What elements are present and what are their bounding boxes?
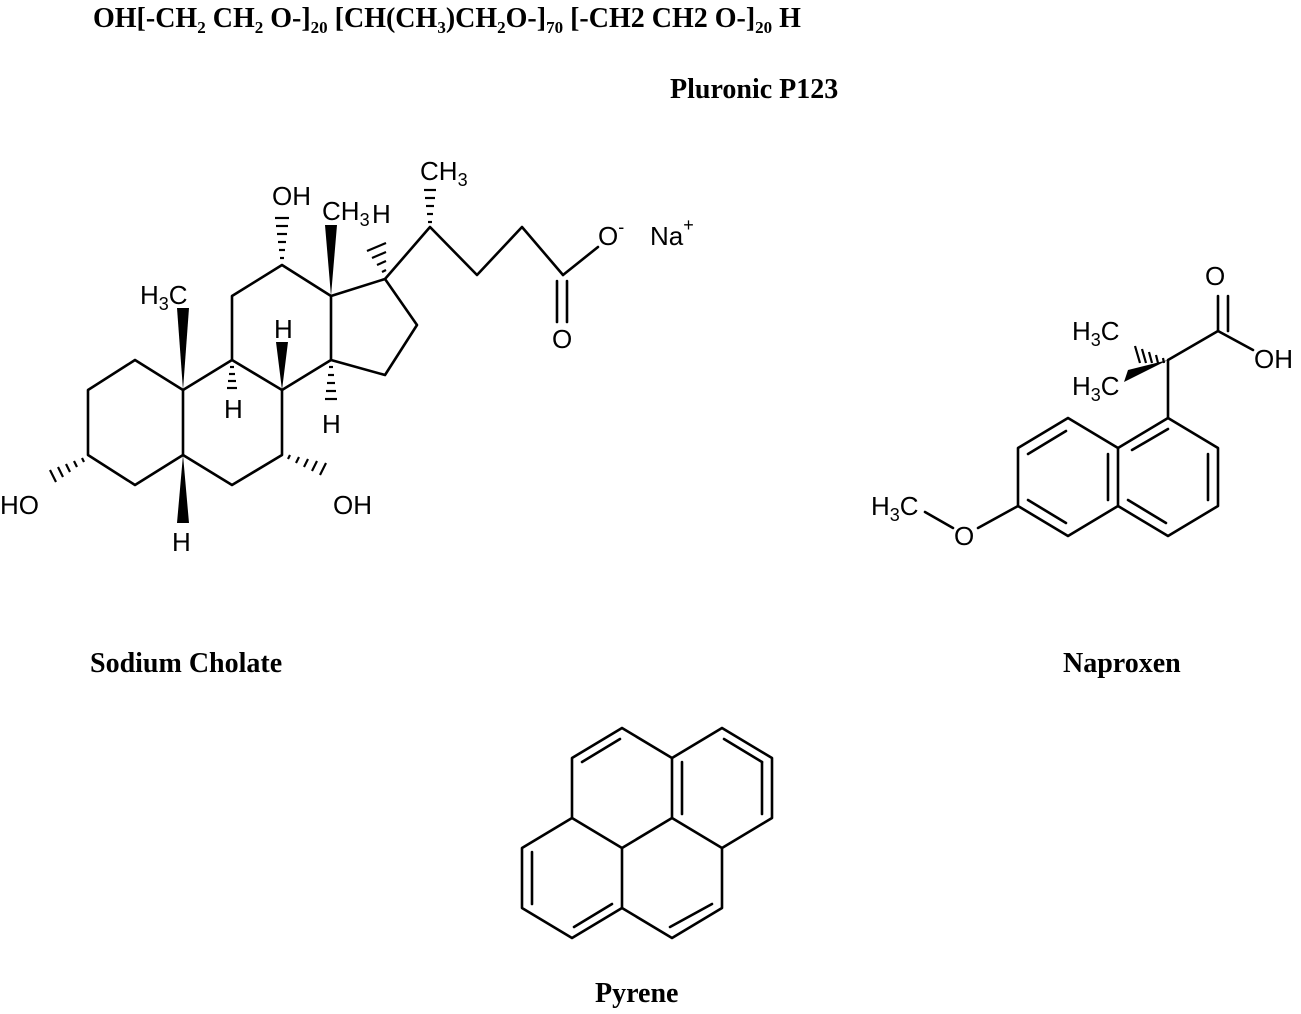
sodium-cholate-atom-labels: CH3 OH CH3 H O- Na+ H3C H H H O HO OH H (0, 156, 694, 557)
h-c8-label: H (274, 314, 293, 344)
naproxen-bonds (923, 294, 1255, 538)
naproxen-oh-label: OH (1254, 344, 1293, 374)
pluronic-name: Pluronic P123 (670, 74, 838, 105)
oh-c12-label: OH (272, 181, 311, 211)
naproxen-h3c-methoxy-label: H3C (871, 491, 919, 525)
naproxen-o-carbonyl-label: O (1205, 261, 1225, 291)
h-c9-label: H (224, 394, 243, 424)
naproxen-name: Naproxen (1063, 648, 1181, 679)
pluronic-formula: OH[-CH2 CH2 O-]20 [CH(CH3)CH2O-]70 [-CH2… (93, 3, 801, 37)
pluronic-p123: OH[-CH2 CH2 O-]20 [CH(CH3)CH2O-]70 [-CH2… (93, 3, 838, 105)
ch3-c18-label: CH3 (322, 196, 370, 230)
h3c-c19-label: H3C (140, 280, 188, 314)
naproxen-hash-bond (1133, 345, 1166, 364)
ch3-c21-label: CH3 (420, 156, 468, 190)
h-c14-label: H (322, 409, 341, 439)
o-minus-label: O- (598, 217, 624, 251)
sodium-cholate-bonds (49, 188, 600, 523)
sodium-cholate-name: Sodium Cholate (90, 648, 282, 679)
pyrene-name: Pyrene (595, 978, 678, 1009)
naproxen-atom-labels: O H3C OH H3C H3C O (871, 261, 1293, 551)
ho-c3-label: HO (0, 490, 39, 520)
pyrene-bonds (520, 726, 774, 940)
naproxen-h3c-1-label: H3C (1072, 316, 1120, 350)
h-c17-label: H (372, 199, 391, 229)
na-plus-label: Na+ (650, 215, 694, 251)
o-carbonyl-label: O (552, 324, 572, 354)
sodium-cholate: CH3 OH CH3 H O- Na+ H3C H H H O HO OH H … (0, 156, 694, 679)
naproxen-o-ether-label: O (954, 521, 974, 551)
pyrene: Pyrene (520, 726, 774, 1009)
naproxen: O H3C OH H3C H3C O Naproxen (871, 261, 1293, 679)
h-c5-label: H (172, 527, 191, 557)
naproxen-h3c-2-label: H3C (1072, 371, 1120, 405)
oh-c7-label: OH (333, 490, 372, 520)
